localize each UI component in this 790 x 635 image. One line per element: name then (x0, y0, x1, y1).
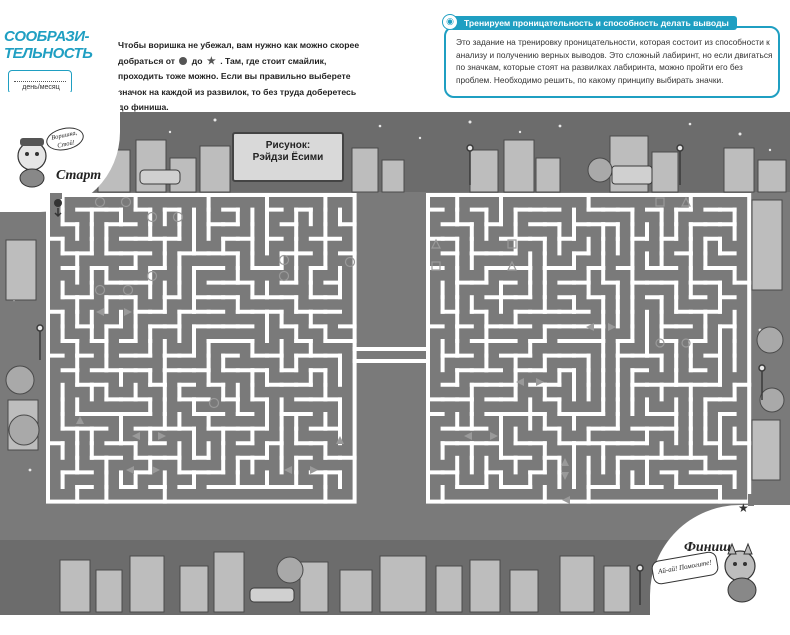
arrow-icon (132, 432, 140, 440)
smiley-icon (208, 397, 220, 409)
date-label: день/месяц (22, 84, 60, 91)
smiley-icon (146, 211, 158, 223)
trees-decoration (5, 157, 785, 584)
circle-icon (681, 338, 691, 348)
arrow-icon (284, 466, 292, 474)
arrow-icon (152, 466, 160, 474)
page-title: СООБРАЗИ- ТЕЛЬНОСТЬ (4, 28, 93, 62)
scene-art (5, 118, 787, 613)
street-lamps (36, 144, 766, 605)
instruction-word-to: до (191, 55, 203, 66)
title-line-2: ТЕЛЬНОСТЬ (4, 45, 93, 62)
buildings-side (5, 199, 783, 481)
maze-area (48, 195, 355, 502)
maze-bridge (352, 349, 430, 361)
smiley-icon (122, 284, 134, 296)
smiley-icon (94, 284, 106, 296)
star-icon: ★ (206, 55, 216, 67)
instruction-part-2: . Там, где стоит смайлик, проходить тоже… (118, 55, 357, 113)
caption-board (232, 132, 344, 182)
smiley-icon (344, 256, 356, 268)
smiley-icon (94, 196, 106, 208)
instruction-part-1: Чтобы воришка не убежал, вам нужно как м… (118, 40, 360, 66)
arrow-icon (76, 416, 84, 424)
info-heading: Тренируем проницательность и способность… (450, 16, 737, 30)
car-decoration (139, 165, 653, 603)
star-icon: ★ (738, 501, 749, 515)
arrow-down-icon (54, 208, 62, 218)
smiley-icon (172, 211, 184, 223)
arrow-icon (464, 432, 472, 440)
maze-markers: ★ (50, 193, 754, 515)
police-officer-icon (17, 138, 47, 188)
square-icon (507, 239, 517, 249)
maze-entrance (50, 193, 62, 199)
maze[interactable]: ★ (0, 0, 790, 615)
arrow-icon (158, 432, 166, 440)
finish-label: Финиш (684, 540, 731, 555)
illustration-credit: Рисунок: Рэйдзи Ёсими (232, 140, 344, 164)
arrow-icon (561, 458, 569, 466)
page: СООБРАЗИ- ТЕЛЬНОСТЬ день/месяц Чтобы вор… (0, 0, 790, 615)
characters (17, 138, 757, 603)
stars-decoration (12, 118, 772, 472)
info-body: Это задание на тренировку проницательнос… (456, 37, 773, 85)
smiley-icon (278, 270, 290, 282)
triangle-icon (507, 260, 517, 271)
arrow-icon (126, 466, 134, 474)
arrow-icon (608, 323, 616, 331)
owl-icon: ◉ (442, 14, 458, 30)
thief-cat-icon (724, 542, 757, 603)
arrow-icon (516, 378, 524, 386)
circle-icon (655, 338, 665, 348)
square-icon (431, 261, 441, 271)
smiley-icon (120, 196, 132, 208)
instruction-text: Чтобы воришка не убежал, вам нужно как м… (118, 38, 363, 116)
arrow-icon (310, 466, 318, 474)
arrow-icon (536, 378, 544, 386)
arrow-icon (562, 496, 570, 504)
title-line-1: СООБРАЗИ- (4, 28, 90, 45)
arrow-icon (561, 472, 569, 480)
circle-icon (54, 199, 62, 207)
caption-line-1: Рисунок: (265, 140, 311, 151)
caption-line-2: Рэйдзи Ёсими (252, 152, 324, 163)
smiley-icon (278, 254, 290, 266)
triangle-icon (431, 238, 441, 249)
arrow-icon (490, 432, 498, 440)
arrow-icon (124, 308, 132, 316)
arrow-icon (96, 308, 104, 316)
maze-background (48, 195, 750, 502)
date-entry-line (14, 73, 66, 82)
maze-walls (46, 193, 752, 504)
square-icon (655, 197, 665, 207)
buildings-bottom (59, 551, 631, 613)
circle-icon (179, 56, 188, 65)
start-label: Старт (56, 168, 102, 183)
triangle-icon (681, 196, 691, 207)
arrow-icon (336, 436, 344, 444)
arrow-icon (586, 323, 594, 331)
smiley-icon (146, 270, 158, 282)
maze-exit (748, 494, 754, 506)
